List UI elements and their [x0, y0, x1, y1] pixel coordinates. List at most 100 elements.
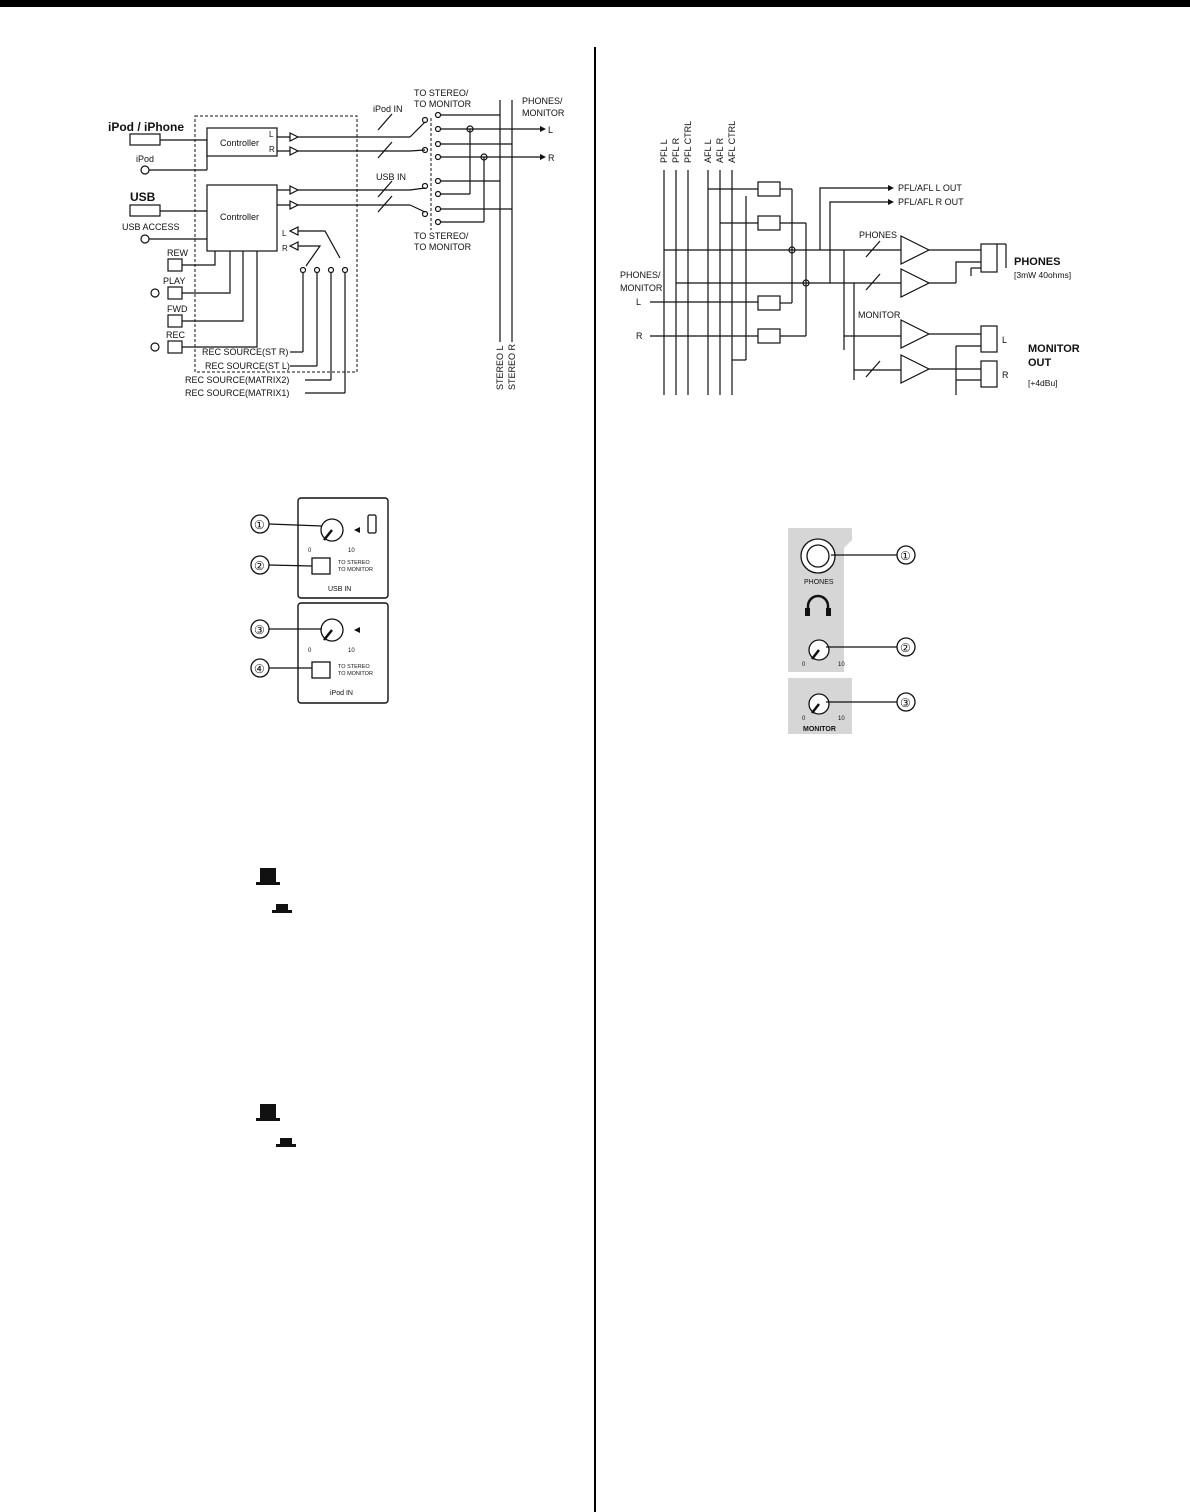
phones-output-label: PHONES	[1014, 256, 1060, 268]
monitor-out-l: L	[1002, 335, 1007, 345]
rec-source-st-l: REC SOURCE(ST L)	[205, 361, 290, 371]
ipod-in-panel	[297, 602, 389, 704]
monitor-branch-label: MONITOR	[858, 310, 901, 320]
rec-led-icon	[150, 342, 160, 352]
usb-in-panel	[297, 497, 389, 599]
ipod-connector-icon	[129, 133, 161, 146]
switch-up-icon	[260, 1104, 276, 1118]
monitor-jack-r-icon	[980, 360, 998, 388]
bus-label: PFL CTRL	[683, 121, 693, 163]
bus-label: AFL R	[715, 137, 725, 163]
switch-down-icon	[276, 904, 288, 910]
monitor-output-label-1: MONITOR	[1028, 343, 1080, 355]
to-stereo-label-2: TO STEREO/	[414, 231, 469, 241]
controller-1-box	[206, 127, 278, 157]
monitor-amp-r-icon	[900, 354, 931, 384]
phones-monitor-in-2: MONITOR	[620, 283, 663, 293]
ipod-in-level-knob[interactable]	[320, 618, 344, 642]
svg-text:③: ③	[900, 696, 911, 710]
svg-text:③: ③	[254, 623, 265, 637]
bus-label: AFL L	[703, 139, 713, 163]
svg-text:TO STEREO: TO STEREO	[338, 664, 370, 670]
monitor-output-label-2: OUT	[1028, 357, 1052, 369]
phones-jack[interactable]	[800, 538, 836, 574]
bus-label: PFL R	[671, 137, 681, 163]
svg-text:R: R	[282, 244, 288, 253]
level-pointer-icon	[354, 627, 360, 633]
ch-r: R	[269, 145, 275, 154]
play-button-icon	[167, 286, 183, 300]
dashed-enclosure	[194, 115, 358, 373]
usb-in-panel-label: USB IN	[328, 586, 351, 593]
svg-text:10: 10	[838, 716, 845, 722]
to-monitor-label-1: TO MONITOR	[414, 99, 472, 109]
monitor-amp-l-icon	[900, 319, 931, 349]
phones-out-r: R	[548, 153, 555, 163]
phones-jack-icon	[980, 243, 998, 273]
usb-label: USB	[130, 190, 156, 204]
monitor-panel-label: MONITOR	[803, 726, 836, 733]
rec-label: REC	[166, 330, 186, 340]
usb-in-level-knob[interactable]	[320, 518, 344, 542]
usb-ipod-block-diagram: iPod / iPhone iPod Controller L R USB US…	[108, 88, 565, 398]
relay-box	[757, 295, 781, 311]
headphones-icon	[806, 594, 830, 614]
phones-amp-l-icon	[900, 235, 931, 265]
phones-panel-label: PHONES	[804, 579, 834, 586]
phones-monitor-block-diagram: PFL L PFL R PFL CTRL AFL L AFL R AFL CTR…	[620, 121, 1080, 395]
svg-text:②: ②	[900, 641, 911, 655]
switch-state-icons-1	[256, 868, 292, 913]
monitor-jack-l-icon	[980, 325, 998, 353]
bus-label: PFL L	[659, 139, 669, 163]
usb-memory-icon	[367, 514, 377, 534]
usb-in-label: USB IN	[376, 172, 406, 182]
svg-text:L: L	[282, 229, 287, 238]
switch-up-icon	[260, 868, 276, 882]
svg-text:10: 10	[348, 648, 355, 654]
input-l: L	[636, 297, 641, 307]
rec-source-matrix1: REC SOURCE(MATRIX1)	[185, 388, 289, 398]
phones-monitor-label-1: PHONES/	[522, 96, 563, 106]
switch-down-icon	[280, 1138, 292, 1144]
controller-2-box	[206, 184, 278, 252]
svg-text:0: 0	[802, 662, 806, 668]
svg-text:0: 0	[308, 548, 312, 554]
ipod-led-icon	[140, 165, 150, 175]
phones-monitor-in-1: PHONES/	[620, 270, 661, 280]
monitor-spec: [+4dBu]	[1028, 378, 1058, 388]
phones-monitor-label-2: MONITOR	[522, 108, 565, 118]
svg-text:TO MONITOR: TO MONITOR	[338, 671, 373, 677]
input-r: R	[636, 331, 643, 341]
rec-source-matrix2: REC SOURCE(MATRIX2)	[185, 375, 289, 385]
relay-box	[757, 181, 781, 197]
svg-text:②: ②	[254, 559, 265, 573]
stereo-r-label: STEREO R	[507, 343, 517, 390]
ipod-in-panel-label: iPod IN	[330, 690, 353, 697]
usb-access-led-icon	[140, 234, 150, 244]
fwd-label: FWD	[167, 304, 188, 314]
phones-branch-label: PHONES	[859, 230, 897, 240]
usb-in-to-stereo-switch[interactable]	[311, 557, 331, 575]
stereo-l-label: STEREO L	[495, 345, 505, 390]
phones-level-knob[interactable]	[808, 639, 830, 661]
to-monitor-label-2: TO MONITOR	[414, 242, 472, 252]
switch-group	[409, 111, 442, 230]
monitor-level-knob[interactable]	[808, 693, 830, 715]
ipod-iphone-label: iPod / iPhone	[108, 120, 184, 134]
svg-text:④: ④	[254, 662, 265, 676]
monitor-out-r: R	[1002, 370, 1009, 380]
svg-text:0: 0	[802, 716, 806, 722]
play-label: PLAY	[163, 276, 185, 286]
controller-2-label: Controller	[220, 212, 259, 222]
svg-text:①: ①	[254, 518, 265, 532]
bus-label: AFL CTRL	[727, 121, 737, 163]
rec-button-icon	[167, 340, 183, 354]
top-rule	[0, 0, 1190, 7]
ipod-in-to-stereo-switch[interactable]	[311, 661, 331, 679]
fwd-button-icon	[167, 314, 183, 328]
pfl-afl-l-out: PFL/AFL L OUT	[898, 183, 962, 193]
relay-box	[757, 328, 781, 344]
rec-source-st-r: REC SOURCE(ST R)	[202, 347, 288, 357]
ipod-in-label: iPod IN	[373, 104, 403, 114]
phones-monitor-panel-illustration: PHONES 0 10 0 10 MONITOR ① ② ③	[788, 528, 916, 734]
